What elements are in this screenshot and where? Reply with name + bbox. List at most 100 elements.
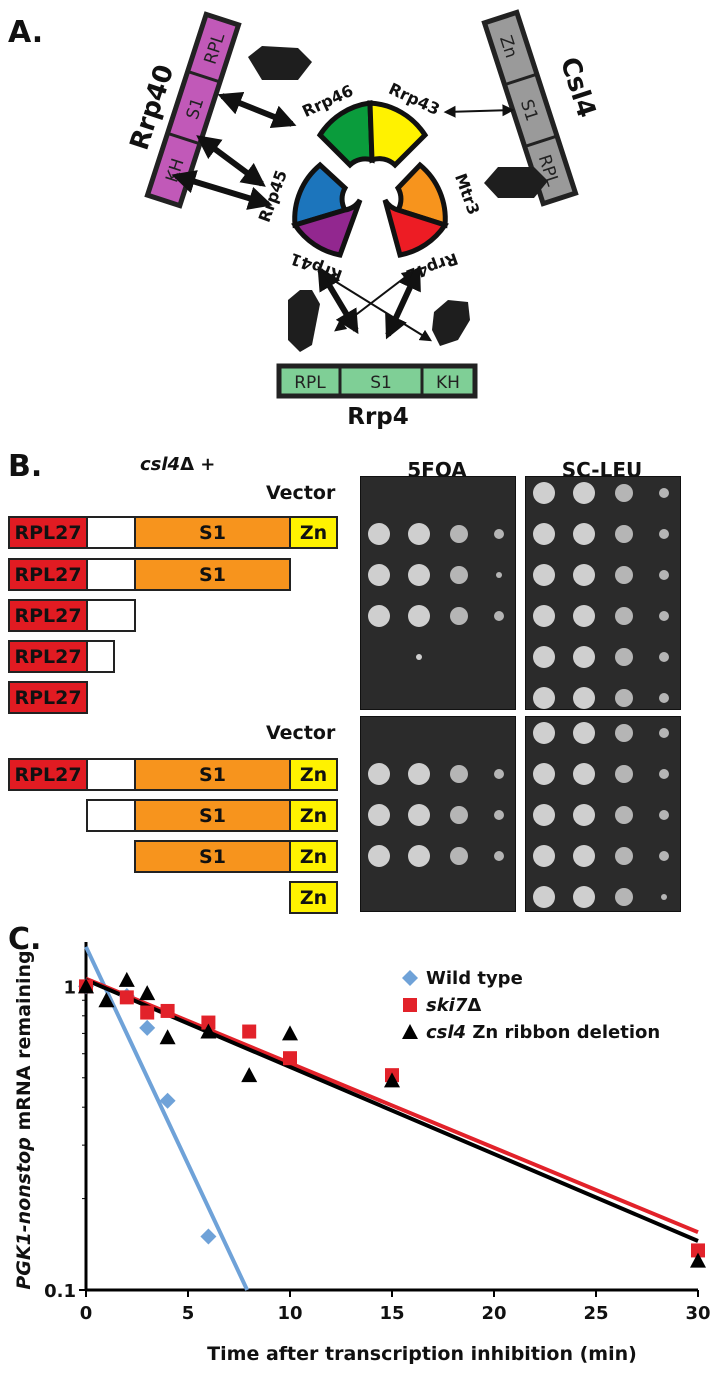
colony-spot: [659, 728, 669, 738]
colony-spot: [368, 804, 390, 826]
colony-spot: [368, 564, 390, 586]
colony-spot: [659, 810, 669, 820]
rrp42-sector: [382, 198, 449, 258]
x-tick-label: 30: [685, 1303, 710, 1324]
csl4-name: Csl4: [554, 54, 602, 122]
colony-spot: [615, 888, 633, 906]
colony-spot: [573, 523, 595, 545]
colony-spot: [659, 529, 669, 539]
colony-spot: [533, 482, 555, 504]
y-tick-label: 1: [63, 977, 76, 998]
rpl27-domain: RPL27: [8, 599, 88, 632]
colony-spot: [659, 611, 669, 621]
colony-spot: [368, 523, 390, 545]
s1-domain: S1: [134, 558, 291, 591]
plate-5foa-top: [360, 476, 516, 710]
hexagon-bottom-left: [288, 290, 320, 352]
hexagon-bottom-right: [432, 300, 470, 346]
colony-spot: [533, 523, 555, 545]
s1-domain: S1: [134, 516, 291, 549]
data-point: [139, 1019, 156, 1036]
colony-spot: [408, 763, 430, 785]
colony-spot: [494, 851, 504, 861]
colony-spot: [615, 847, 633, 865]
colony-spot: [494, 810, 504, 820]
colony-spot: [615, 484, 633, 502]
colony-spots: [368, 763, 504, 867]
x-tick-label: 10: [277, 1303, 302, 1324]
legend-label: csl4 Zn ribbon deletion: [426, 1022, 660, 1043]
colony-spot: [573, 564, 595, 586]
colony-spot: [368, 763, 390, 785]
data-point: [160, 1003, 175, 1018]
ring-right: [382, 161, 449, 258]
data-point: [201, 1015, 216, 1030]
colony-spot: [659, 652, 669, 662]
linker-domain: [86, 758, 136, 791]
colony-spots: [368, 523, 504, 660]
colony-spot: [416, 654, 422, 660]
x-axis-label: Time after transcription inhibition (min…: [207, 1343, 637, 1365]
data-point: [200, 1228, 217, 1245]
data-point: [78, 978, 94, 994]
colony-spot: [615, 806, 633, 824]
zn-domain: Zn: [289, 516, 338, 549]
zn-domain: Zn: [289, 758, 338, 791]
colony-spot: [615, 648, 633, 666]
rrp4-domain-rpl-label: RPL: [294, 373, 326, 393]
rpl27-domain: RPL27: [8, 516, 88, 549]
hexagon-top: [248, 46, 312, 80]
colony-spot: [615, 607, 633, 625]
colony-spot: [450, 566, 468, 584]
colony-spot: [573, 605, 595, 627]
data-point: [139, 985, 156, 1001]
x-tick-label: 20: [481, 1303, 506, 1324]
y-tick-label: 0.1: [44, 1281, 76, 1302]
linker-domain: [86, 640, 115, 673]
colony-spot: [450, 847, 468, 865]
colony-spot: [408, 523, 430, 545]
fit-line: [84, 945, 249, 1291]
rrp4-domain-kh-label: KH: [436, 373, 460, 393]
colony-spot: [573, 886, 595, 908]
colony-spot: [573, 646, 595, 668]
mtr3-label: Mtr3: [451, 171, 483, 218]
fit-line: [85, 976, 699, 1235]
x-tick-label: 15: [379, 1303, 404, 1324]
colony-spot: [573, 687, 595, 709]
arrow-rrp42-rrp4-b: [334, 270, 414, 332]
arrow-rrp40-rrp45-b: [171, 170, 273, 210]
s1-domain: S1: [134, 758, 291, 791]
legend-marker: [402, 1024, 418, 1039]
rpl27-domain: RPL27: [8, 640, 88, 673]
colony-spot: [615, 765, 633, 783]
plate-sc-leu-bottom: [525, 716, 681, 912]
arrow-rrp40-rrp45-a: [196, 135, 266, 187]
colony-spot: [661, 894, 667, 900]
x-tick-label: 0: [80, 1303, 93, 1324]
colony-spot: [615, 724, 633, 742]
colony-spot: [659, 769, 669, 779]
colony-spot: [533, 722, 555, 744]
colony-spot: [533, 804, 555, 826]
panel-a-label: A.: [8, 15, 44, 50]
data-point: [241, 1067, 258, 1083]
legend-marker: [403, 998, 417, 1012]
colony-spot: [533, 605, 555, 627]
colony-spot: [496, 572, 502, 578]
s1-domain: S1: [134, 799, 291, 832]
rrp4-name: Rrp4: [347, 404, 409, 430]
rrp4-domain-s1-label: S1: [370, 373, 392, 393]
colony-spot: [615, 525, 633, 543]
legend-marker: [402, 970, 418, 986]
hexagon-right: [484, 167, 548, 198]
y-axis-label: PGK1-nonstop mRNA remaining: [13, 950, 35, 1289]
vector-label-top: Vector: [266, 482, 336, 504]
colony-spot: [533, 763, 555, 785]
ring-top: [316, 100, 429, 169]
rpl27-domain: RPL27: [8, 681, 88, 714]
colony-spot: [368, 605, 390, 627]
colony-spot: [450, 607, 468, 625]
rrp43-sector: [367, 100, 429, 169]
